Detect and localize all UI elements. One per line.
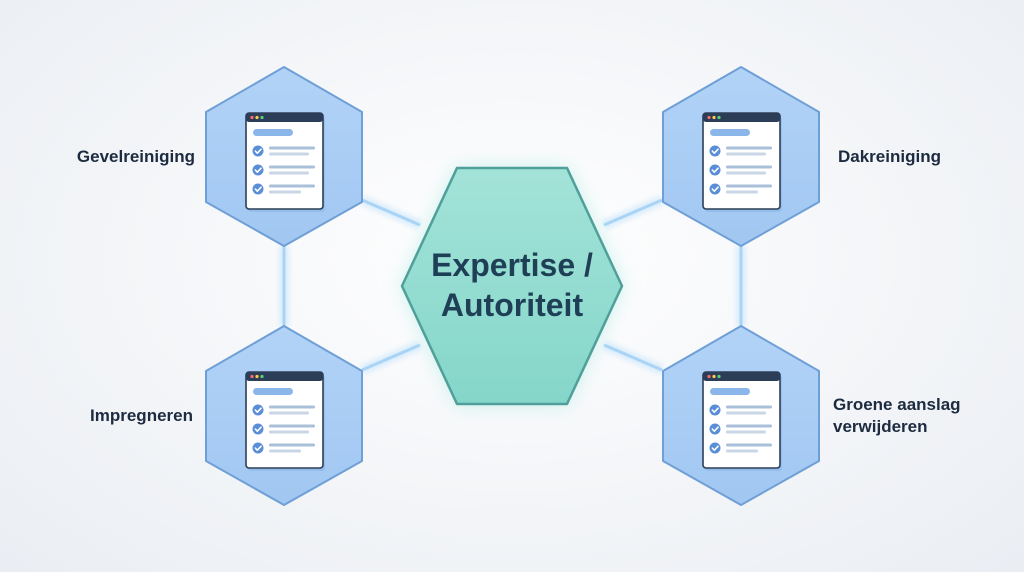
label-line-2: verwijderen (833, 417, 928, 436)
check-icon (252, 145, 264, 157)
connector-hub-bottom-right (603, 343, 663, 372)
hub-hexagon (400, 166, 624, 406)
connectors (279, 195, 746, 375)
checklist-item (252, 164, 315, 176)
connector-hub-top-left (361, 198, 421, 227)
checklist-item (709, 423, 772, 435)
checklist-window-icon (245, 371, 325, 471)
check-icon (252, 442, 264, 454)
checklist-window-icon (702, 112, 782, 212)
check-icon (252, 423, 264, 435)
check-icon (709, 164, 721, 176)
checklist-item (709, 183, 772, 195)
checklist-item (252, 423, 315, 435)
checklist-window-icon (702, 371, 782, 471)
checklist-window-icon (245, 112, 325, 212)
label-line-1: Groene aanslag (833, 395, 961, 414)
checklist-item (709, 145, 772, 157)
check-icon (252, 404, 264, 416)
check-icon (252, 164, 264, 176)
checklist-item (709, 164, 772, 176)
checklist-item (252, 442, 315, 454)
checklist-item (252, 183, 315, 195)
connector-hub-top-right (603, 198, 663, 227)
label-groene-aanslag-verwijderen: Groene aanslag verwijderen (833, 394, 961, 438)
checklist-item (709, 404, 772, 416)
check-icon (709, 423, 721, 435)
checklist-item (252, 145, 315, 157)
label-gevelreiniging: Gevelreiniging (76, 147, 195, 166)
label-dakreiniging: Dakreiniging (838, 147, 941, 166)
check-icon (709, 183, 721, 195)
connector-hub-bottom-left (361, 343, 421, 372)
check-icon (709, 442, 721, 454)
hub-title-line-1: Expertise / (431, 247, 593, 283)
checklist-item (709, 442, 772, 454)
check-icon (252, 183, 264, 195)
label-impregneren: Impregneren (90, 406, 193, 425)
hub-title: Expertise / Autoriteit (402, 245, 622, 325)
checklist-item (252, 404, 315, 416)
check-icon (709, 404, 721, 416)
check-icon (709, 145, 721, 157)
hub-title-line-2: Autoriteit (440, 287, 584, 323)
